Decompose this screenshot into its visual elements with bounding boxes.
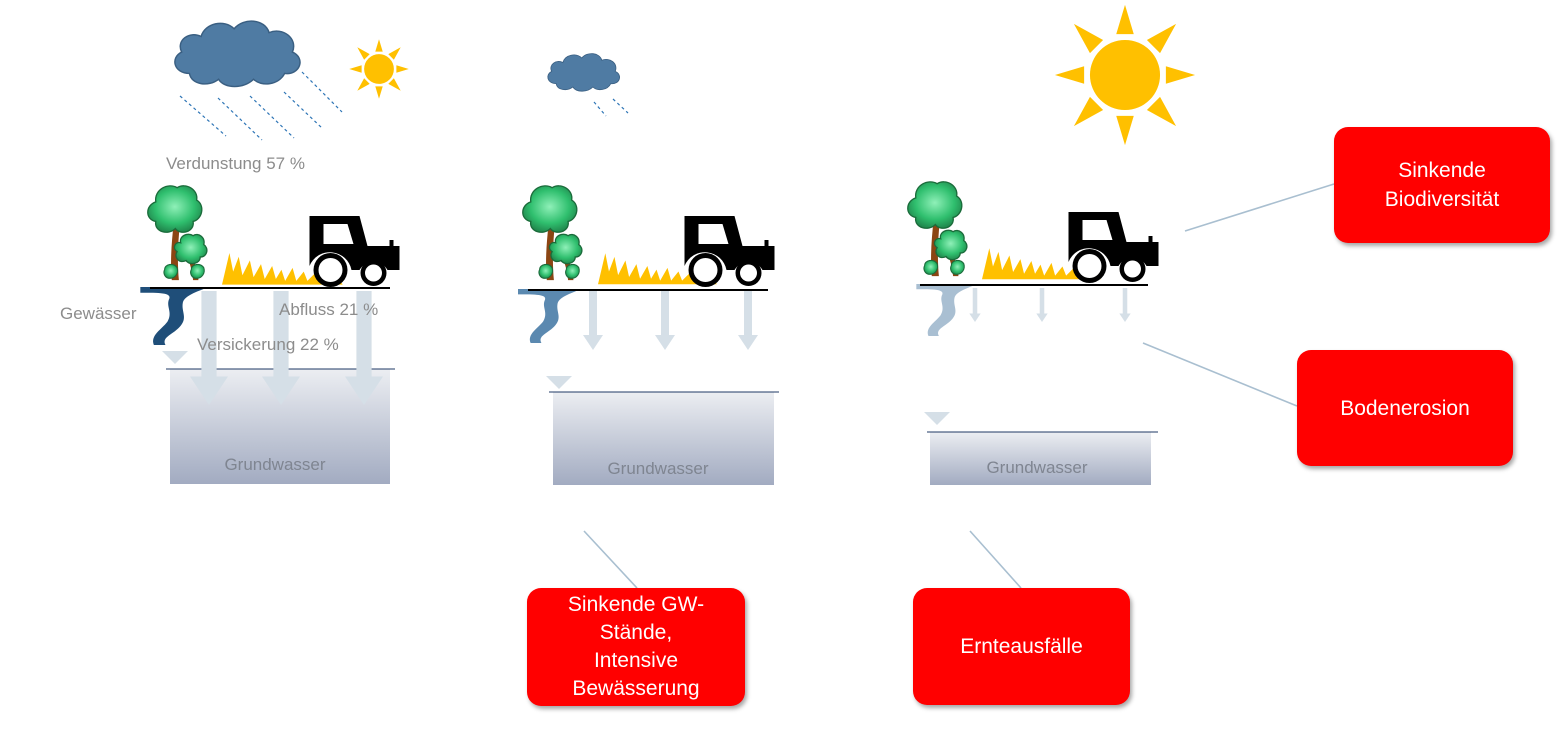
- arrow-down-icon: [1119, 288, 1131, 322]
- groundwater-label: Grundwasser: [607, 459, 709, 478]
- cloud-icon: [174, 20, 301, 88]
- tractor-icon: [1068, 212, 1159, 283]
- callout-harvest: Ernteausfälle: [913, 588, 1130, 705]
- groundwater-label: Grundwasser: [224, 455, 326, 474]
- tractor-icon: [684, 216, 775, 287]
- tree-icon: [522, 185, 583, 281]
- groundwater-drought: [927, 431, 1158, 485]
- water-level-icon: [924, 412, 950, 425]
- panel-dry: [518, 53, 779, 485]
- callout-groundwater: Sinkende GW- Stände, Intensive Bewässeru…: [527, 588, 745, 706]
- tree-icon: [907, 181, 968, 277]
- arrow-down-icon: [738, 290, 758, 350]
- tree-icon: [147, 185, 208, 281]
- rain-icon: [593, 98, 629, 117]
- infiltration-label: Versickerung 22 %: [197, 335, 339, 354]
- panel-drought: [907, 4, 1196, 485]
- panel-normal: [140, 20, 409, 484]
- infiltration-arrows: [583, 290, 758, 350]
- callout-connectors: [583, 183, 1335, 589]
- connector-biodiversity: [1184, 183, 1335, 232]
- connector-erosion: [1142, 342, 1298, 407]
- arrow-down-icon: [1036, 288, 1048, 322]
- runoff-label: Abfluss 21 %: [279, 300, 379, 319]
- river-icon: [916, 284, 977, 336]
- groundwater-label: Grundwasser: [986, 458, 1088, 477]
- groundwater-dry: [549, 391, 779, 485]
- arrow-down-icon: [583, 290, 603, 350]
- evaporation-label: Verdunstung 57 %: [166, 154, 305, 173]
- water-body-label: Gewässer: [60, 304, 137, 323]
- connector-harvest: [969, 530, 1022, 589]
- sun-icon: [1054, 4, 1196, 146]
- callout-erosion: Bodenerosion: [1297, 350, 1513, 466]
- arrow-down-icon: [969, 288, 981, 322]
- cloud-icon: [547, 53, 620, 92]
- water-level-icon: [162, 351, 188, 364]
- rain-icon: [179, 71, 343, 141]
- callout-biodiversity: Sinkende Biodiversität: [1334, 127, 1550, 243]
- river-icon: [518, 289, 581, 343]
- arrow-down-icon: [655, 290, 675, 350]
- infiltration-arrows: [969, 288, 1131, 322]
- connector-groundwater: [583, 530, 638, 589]
- water-level-icon: [546, 376, 572, 389]
- sun-icon: [349, 39, 409, 99]
- tractor-icon: [309, 216, 400, 287]
